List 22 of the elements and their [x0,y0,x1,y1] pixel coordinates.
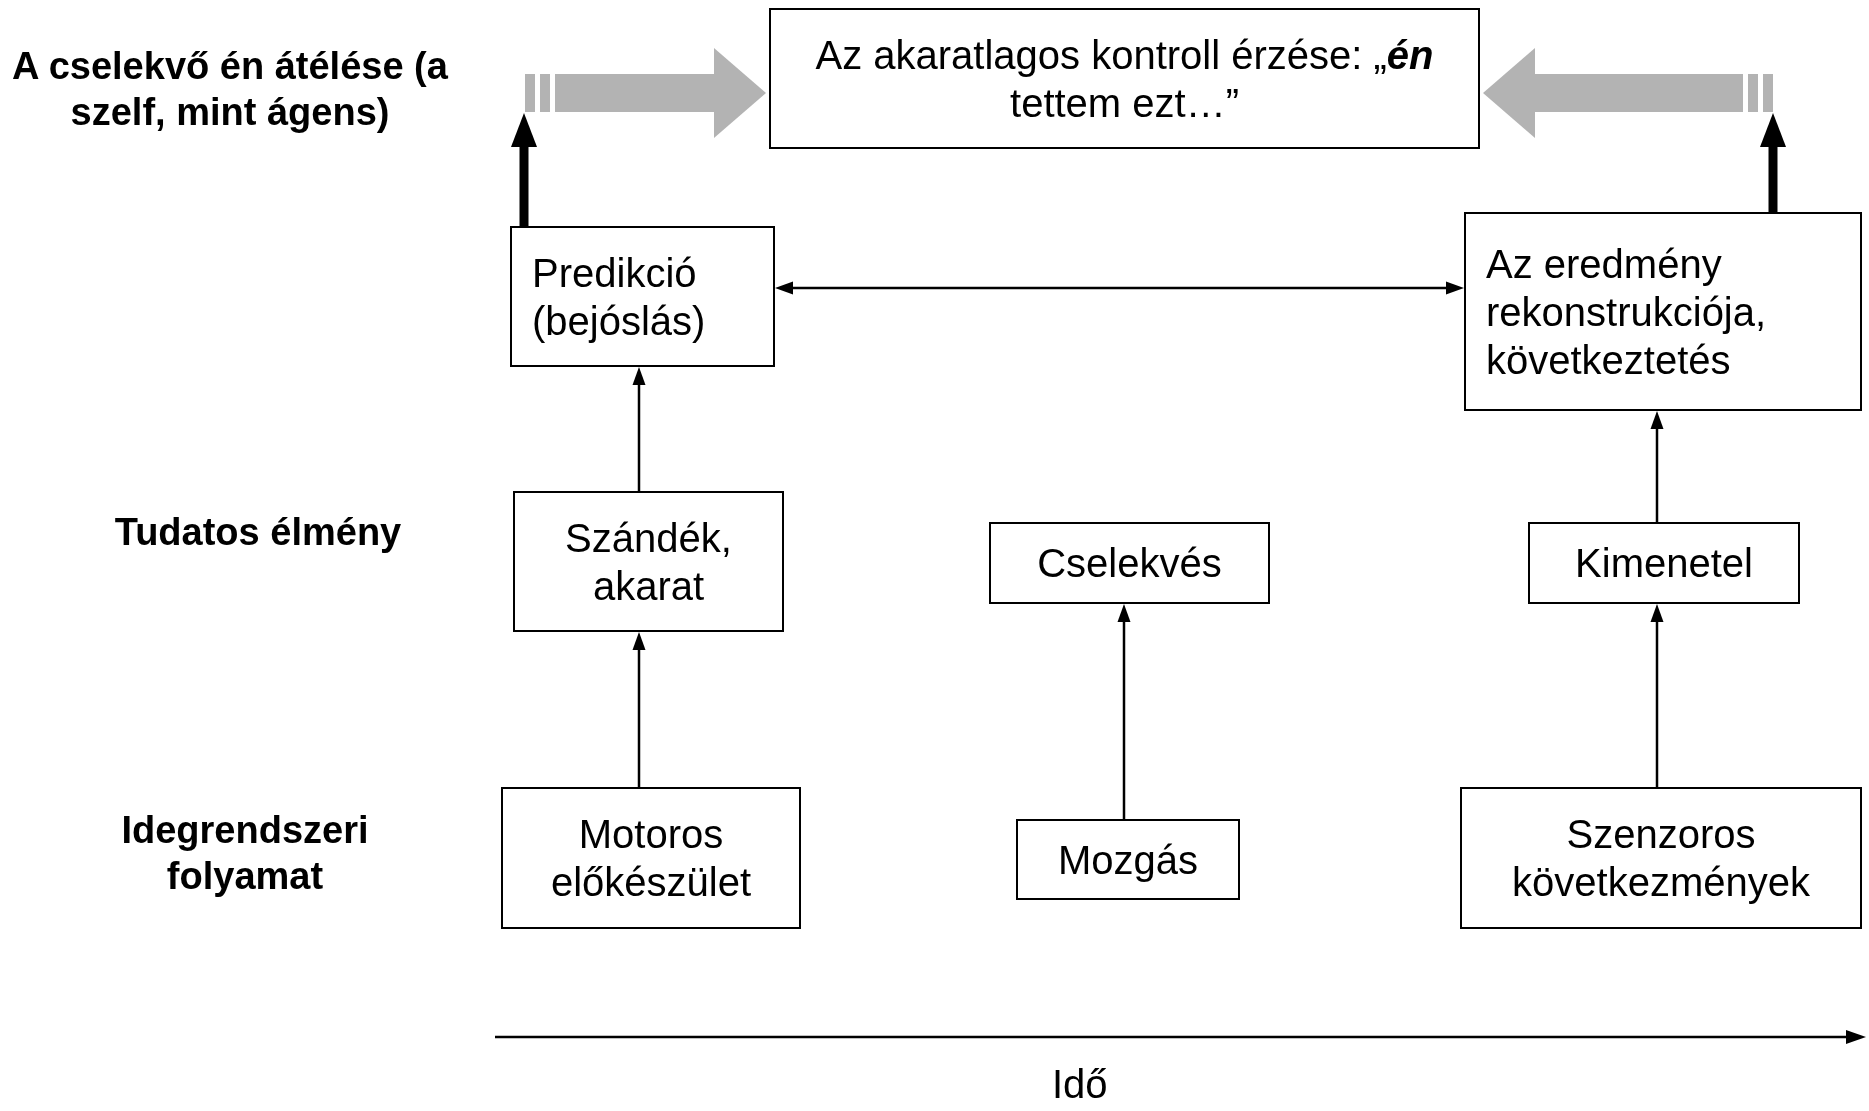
axis-label: Idő [1052,1062,1108,1107]
box-label: Cselekvés [1037,540,1222,587]
box-label: Kimenetel [1575,540,1753,587]
box-label: Az eredmény rekonstrukciója, következtetés [1486,240,1768,384]
box-label: Szenzoros következmények [1511,811,1811,906]
process-box [1464,212,1862,411]
process-box [501,787,801,929]
process-box [1460,787,1862,929]
row-label: Tudatos élmény [113,510,403,555]
box-label: Predikció (bejóslás) [532,249,707,345]
box-label: Motoros előkészület [549,811,753,906]
process-box [1016,819,1240,900]
row-label: Idegrendszeri folyamat [120,808,370,899]
process-box [510,226,775,367]
box-label: Az akaratlagos kontroll érzése: „én tettem ezt…” [814,31,1435,127]
box-label: Mozgás [1057,836,1199,884]
box-label: Szándék, akarat [564,514,733,610]
process-box [989,522,1270,604]
row-label: A cselekvő én átélése (a szelf, mint ágens) [11,44,449,135]
process-box [769,8,1480,149]
process-box [1528,522,1800,604]
process-box [513,491,784,632]
